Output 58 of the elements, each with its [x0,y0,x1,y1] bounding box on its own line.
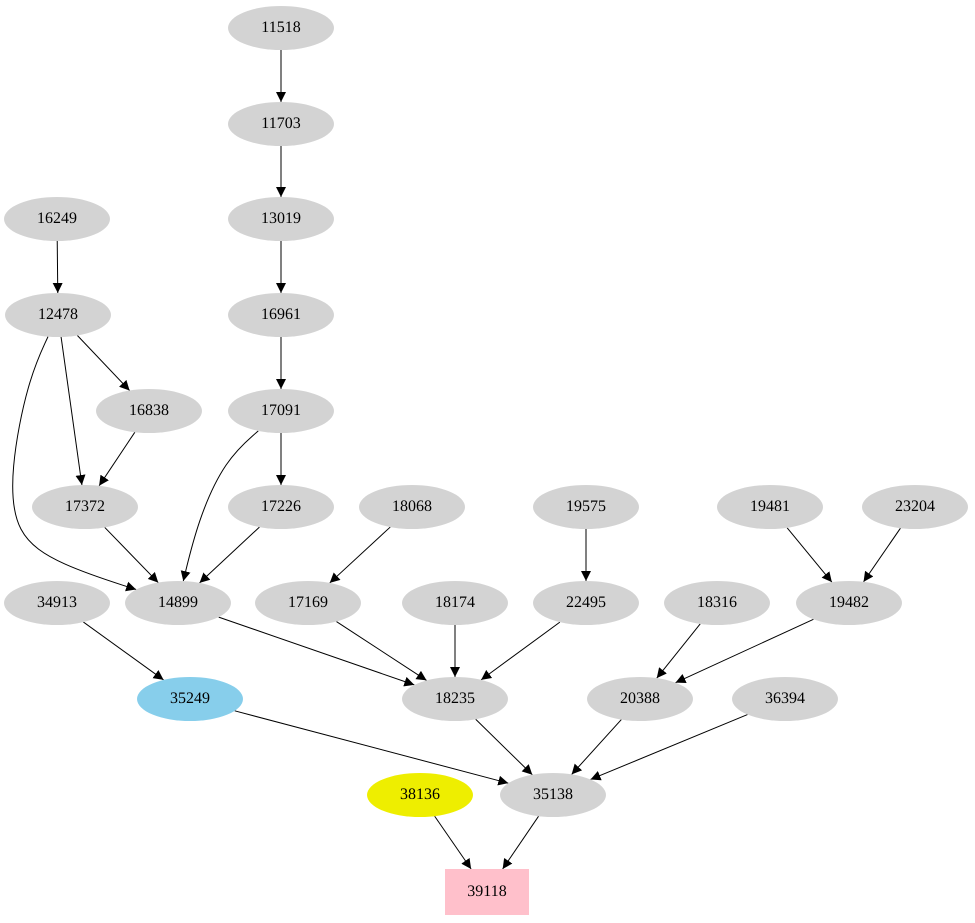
arrow [336,621,428,681]
ellipse-node: 36394 [732,677,838,721]
arrow [502,816,540,870]
arrow [218,616,415,686]
ellipse-node: 17226 [228,485,334,529]
ellipse-node: 22495 [533,581,639,625]
rectangle-node: 39118 [445,869,529,915]
ellipse-node: 14899 [125,581,231,625]
arrow [76,334,130,392]
arrow [104,526,159,584]
arrow [199,526,260,584]
ellipse-node: 19575 [533,485,639,529]
ellipse-node: 19481 [717,485,823,529]
ellipse-node: 20388 [587,677,693,721]
ellipse-node: 17169 [255,581,361,625]
ellipse-node: 19482 [796,581,902,625]
arrow [276,50,286,102]
ellipse-node: 18316 [664,581,770,625]
ellipse-node: 17091 [228,389,334,433]
ellipse-node: 35249 [137,677,243,721]
arrow [863,528,901,582]
arrow [475,718,533,776]
ellipse-node: 23204 [862,485,968,529]
arrow [450,624,460,678]
arrow [590,714,748,780]
arrow [480,622,560,680]
ellipse-node: 34913 [4,581,110,625]
arrow [329,526,391,584]
arrow [786,527,832,583]
arrow [675,618,814,684]
ellipse-node: 18235 [402,677,508,721]
arrow [434,816,472,870]
ellipse-node: 38136 [367,773,473,817]
ellipse-node: 17372 [32,485,138,529]
arrow [60,336,86,486]
ellipse-node: 16961 [228,293,334,337]
ellipse-node: 16838 [96,389,202,433]
ellipse-node: 18174 [402,581,508,625]
arrow [276,146,286,198]
ellipse-node: 12478 [5,293,111,337]
arrow [12,336,137,592]
arrow [234,710,509,786]
ellipse-node: 35138 [500,773,606,817]
arrow [276,336,286,390]
ellipse-node: 11518 [228,6,334,50]
ellipse-node: 11703 [228,102,334,146]
arrow [571,719,622,775]
arrow [52,240,63,294]
ellipse-node: 13019 [228,197,334,241]
arrow [98,432,136,486]
arrow [581,528,591,582]
arrow [656,623,701,679]
arrow [82,622,164,680]
arrow [276,240,286,294]
arrow [180,430,259,582]
ellipse-node: 16249 [4,197,110,241]
ellipse-node: 18068 [359,485,465,529]
arrow [276,432,286,486]
